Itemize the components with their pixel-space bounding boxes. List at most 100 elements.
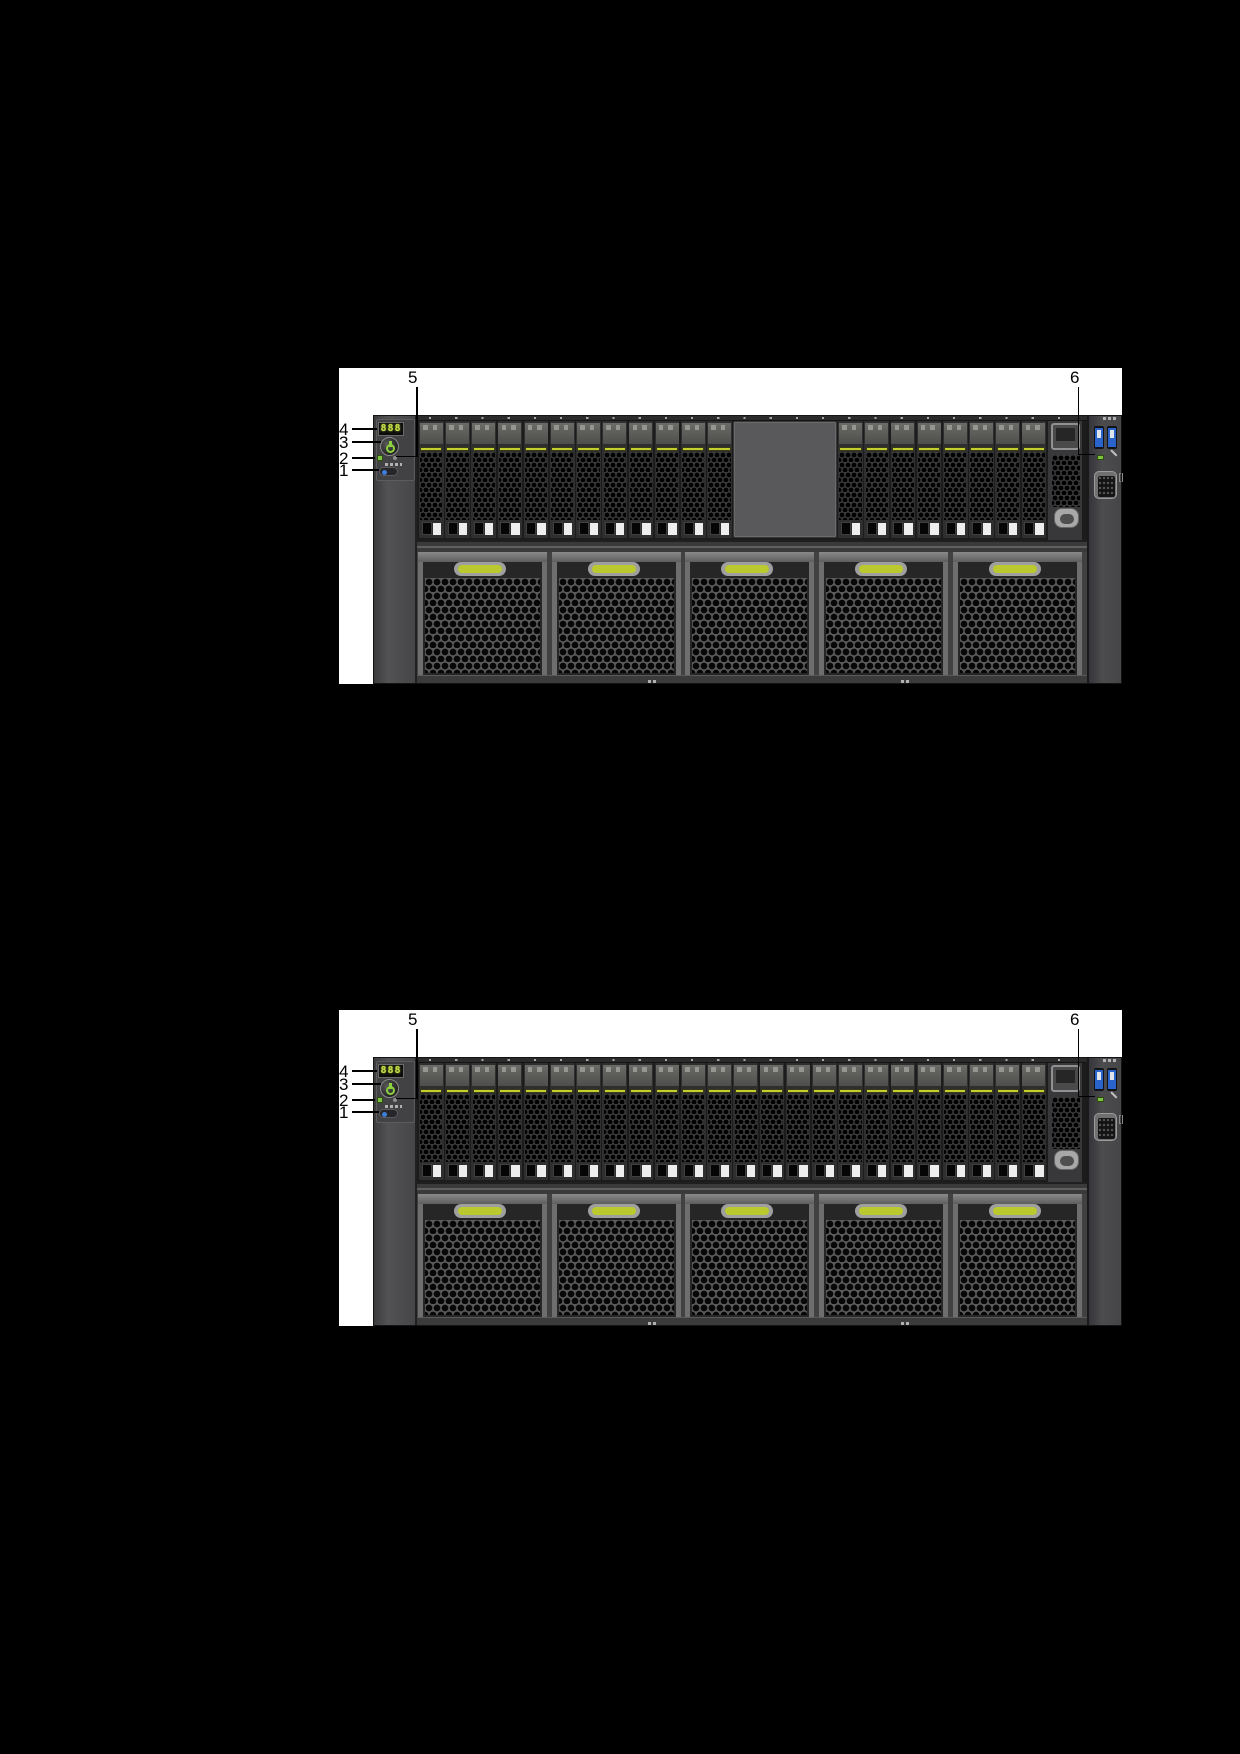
drive-label-light (484, 523, 494, 535)
fan-module (418, 552, 547, 675)
drive-label-light (720, 523, 730, 535)
drive-handle-dot (842, 425, 847, 430)
fan-top-rail (551, 552, 681, 562)
filler-module-inner (1055, 1069, 1075, 1083)
drive-vent-grille (708, 1094, 731, 1162)
drive-latch-stripe (551, 1088, 574, 1093)
drive-latch-stripe (786, 1088, 810, 1093)
callout-n6-label: 6 (1070, 368, 1080, 387)
drive-label-dark (604, 1164, 615, 1177)
drive-handle-dot (973, 425, 978, 430)
drive-label-light (511, 1165, 520, 1177)
drive-label-light (589, 1165, 599, 1177)
drive-handle-dot (816, 1067, 821, 1072)
fan-vent-grille (425, 1220, 540, 1315)
drive-bay (681, 1063, 706, 1180)
drive-bay (864, 1063, 889, 1180)
usb3-port-tongue (1109, 429, 1114, 438)
usb3-port-tongue (1096, 429, 1101, 438)
callout-n6-line-h (1077, 453, 1095, 455)
drive-handle-dot (511, 425, 516, 430)
drive-handle-dot (527, 1067, 533, 1072)
asset-tag-pull-tab-grip (1059, 1155, 1074, 1166)
callout-n6-label: 6 (1070, 1010, 1080, 1029)
fan-module (685, 1194, 815, 1317)
drive-latch-stripe (524, 1088, 548, 1093)
drive-handle-dot (842, 1067, 847, 1072)
drive-handle-dot (711, 425, 716, 430)
drive-label-dark (631, 522, 642, 535)
drive-label-dark (447, 522, 458, 535)
drive-handle-dot (956, 1067, 961, 1072)
drive-label-light (537, 1165, 546, 1177)
drive-handle-dot (449, 425, 454, 430)
drive-latch-stripe (446, 1088, 469, 1093)
drive-vent-grille (917, 452, 941, 520)
drive-bay (943, 1063, 968, 1180)
drive-handle-dot (877, 425, 883, 430)
filler-vent-grille (1051, 455, 1080, 507)
right-filler-column (1048, 1063, 1082, 1182)
health-status-led (377, 1097, 383, 1103)
drive-handle-dot (632, 1067, 638, 1072)
callout-n5-label: 5 (408, 368, 418, 387)
drive-vent-grille (446, 1094, 469, 1162)
drive-handle-dot (606, 1067, 611, 1072)
drive-vent-grille (472, 452, 495, 520)
usb3-port-tongue (1109, 1071, 1114, 1080)
drive-handle-dot (685, 425, 690, 430)
drive-bay (890, 421, 916, 538)
drive-label-dark (840, 1164, 851, 1177)
drive-vent-grille (446, 452, 469, 520)
drive-vent-grille (839, 1094, 862, 1162)
drive-vent-grille (551, 1094, 574, 1162)
drive-handle-dot (458, 425, 464, 430)
drive-label-light (851, 523, 861, 535)
fan-vent-grille (558, 578, 674, 673)
drive-handle-dot (894, 425, 900, 430)
drive-latch-stripe (917, 446, 941, 451)
drive-handle-dot (851, 1067, 857, 1072)
drive-handle-dot (484, 425, 490, 430)
drive-vent-grille (996, 452, 1019, 520)
drive-vent-grille (865, 1094, 888, 1162)
slot-number-ticks (429, 1058, 1084, 1062)
drive-label-light (432, 1165, 441, 1177)
drive-latch-stripe (524, 446, 548, 451)
fan-module (418, 1194, 547, 1317)
drive-label-light (458, 523, 468, 535)
panel-micro-label (384, 462, 402, 466)
callout-n2-line (352, 1099, 375, 1101)
drive-latch-stripe (472, 446, 495, 451)
drive-handle-dot (475, 1067, 480, 1072)
drive-label-dark (735, 1164, 746, 1177)
drive-vent-grille (760, 1094, 783, 1162)
drive-handle-dot (642, 425, 647, 430)
drive-vent-grille (1022, 1094, 1045, 1162)
drive-bay (812, 1063, 837, 1180)
drive-handle-dot (877, 1067, 883, 1072)
drive-bay (576, 421, 601, 538)
drive-label-dark (919, 1164, 930, 1177)
fan-module (819, 1194, 949, 1317)
drive-label-light (511, 523, 520, 535)
drive-handle-dot (423, 1067, 428, 1072)
drive-latch-stripe (603, 1088, 626, 1093)
drive-label-dark (840, 522, 851, 535)
fan-top-rail (819, 1194, 949, 1204)
drive-label-light (694, 523, 703, 535)
drive-handle-dot (527, 425, 533, 430)
drive-handle-dot (1035, 1067, 1040, 1072)
drive-handle-dot (930, 425, 935, 430)
asset-tag-pull-tab-grip (1059, 513, 1074, 524)
drive-label-dark (631, 1164, 642, 1177)
drive-handle-dot (554, 1067, 559, 1072)
drive-bay (523, 421, 549, 538)
drive-bay (707, 1063, 732, 1180)
drive-label-light (982, 523, 992, 535)
drive-bay (550, 421, 575, 538)
panel-micro-label (384, 1104, 402, 1108)
fan-latch-handle (992, 1207, 1037, 1215)
fan-top-rail (685, 552, 815, 562)
drive-label-dark (866, 1164, 877, 1177)
